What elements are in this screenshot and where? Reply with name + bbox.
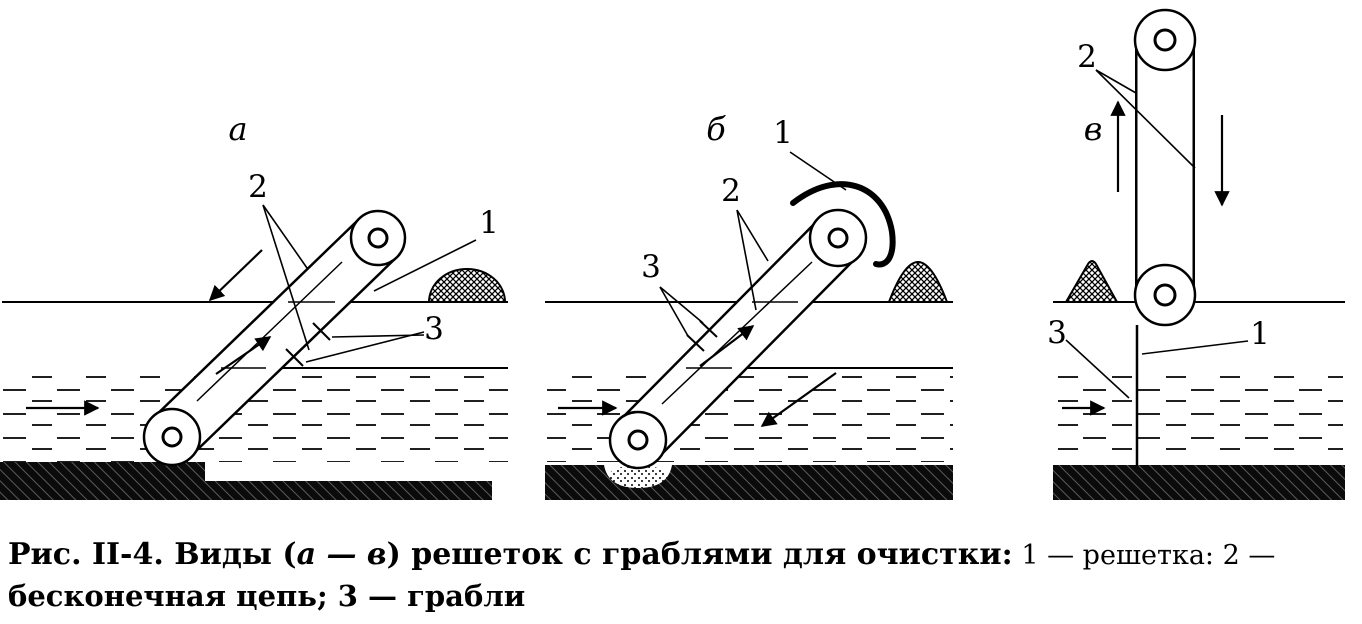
- panel-letter: б: [706, 110, 726, 148]
- leader-chain: [262, 204, 308, 269]
- caption-line-1: Рис. II-4. Виды (а — в) решеток с грабля…: [8, 536, 1358, 574]
- leader-rake: [331, 334, 425, 338]
- panel-v: в 2 3 1: [1047, 8, 1345, 500]
- belt-return-arrow: [760, 372, 837, 427]
- leader-grate: [373, 239, 477, 292]
- leader-rake: [659, 286, 704, 324]
- debris-mound: [427, 268, 507, 303]
- label-grate: 1: [773, 115, 793, 151]
- pit-sediment: [608, 465, 668, 489]
- lower-pulley-hub: [627, 429, 649, 451]
- debris-mound: [887, 260, 949, 303]
- belt-return-arrow: [208, 249, 263, 302]
- upper-pulley-hub: [1153, 28, 1177, 52]
- lower-pulley-hub: [1153, 283, 1177, 307]
- channel-bottom: [545, 465, 953, 500]
- belt-travel-arrow: [215, 336, 272, 375]
- water-dashes: [1055, 375, 1343, 460]
- rake-tick: [699, 320, 718, 338]
- water-dashes: [547, 375, 953, 462]
- label-chain: 2: [721, 173, 741, 209]
- leader-rake: [659, 286, 689, 337]
- leader-grate: [1141, 340, 1249, 355]
- label-chain: 2: [1077, 39, 1097, 75]
- upper-pulley-hub: [827, 227, 849, 249]
- leader-chain: [736, 209, 769, 262]
- caption-legend-end: бесконечная цепь; 3 — грабли: [8, 578, 526, 613]
- leader-chain: [1095, 69, 1137, 94]
- channel-bottom: [205, 481, 492, 500]
- label-chain: 2: [248, 169, 268, 205]
- label-rake: 3: [424, 311, 444, 347]
- debris-mound: [1064, 260, 1119, 303]
- caption-title: ) решеток с граблями для очистки:: [386, 537, 1013, 572]
- caption-number: Рис. II-4. Виды (: [8, 537, 297, 572]
- upper-pulley-hub: [367, 227, 389, 249]
- rake-tick: [285, 348, 304, 367]
- panel-letter: в: [1084, 110, 1103, 148]
- figure-caption: Рис. II-4. Виды (а — в) решеток с грабля…: [0, 530, 1362, 614]
- rake-tick: [312, 322, 331, 341]
- leader-rake: [1065, 339, 1130, 399]
- leader-chain: [1095, 69, 1196, 169]
- channel-bottom: [1053, 465, 1345, 500]
- label-rake: 3: [1047, 315, 1067, 351]
- leader-chain: [262, 204, 310, 351]
- label-grate: 1: [1250, 316, 1270, 352]
- chain-line: [196, 261, 343, 402]
- belt-travel-arrow: [699, 325, 755, 367]
- label-grate: 1: [479, 205, 499, 241]
- caption-range: а — в: [296, 537, 387, 572]
- panel-a: а 2 1 3: [0, 110, 508, 500]
- rake-tick: [686, 334, 705, 352]
- leader-chain: [736, 209, 757, 311]
- leader-grate: [789, 151, 847, 191]
- panel-letter: а: [228, 110, 247, 148]
- panel-b: б 1 2 3: [545, 110, 953, 500]
- belt-body: [146, 212, 404, 463]
- lower-pulley-hub: [161, 426, 183, 448]
- label-rake: 3: [641, 249, 661, 285]
- caption-legend-start: 1 — решетка: 2 —: [1012, 540, 1276, 571]
- caption-line-2: бесконечная цепь; 3 — грабли: [8, 578, 1358, 614]
- channel-bottom-step: [0, 462, 205, 500]
- figure-diagram: а 2 1 3: [0, 8, 1345, 500]
- chain-line: [661, 261, 813, 405]
- discharge-chute-hook: [790, 181, 896, 268]
- leader-rake: [305, 331, 425, 363]
